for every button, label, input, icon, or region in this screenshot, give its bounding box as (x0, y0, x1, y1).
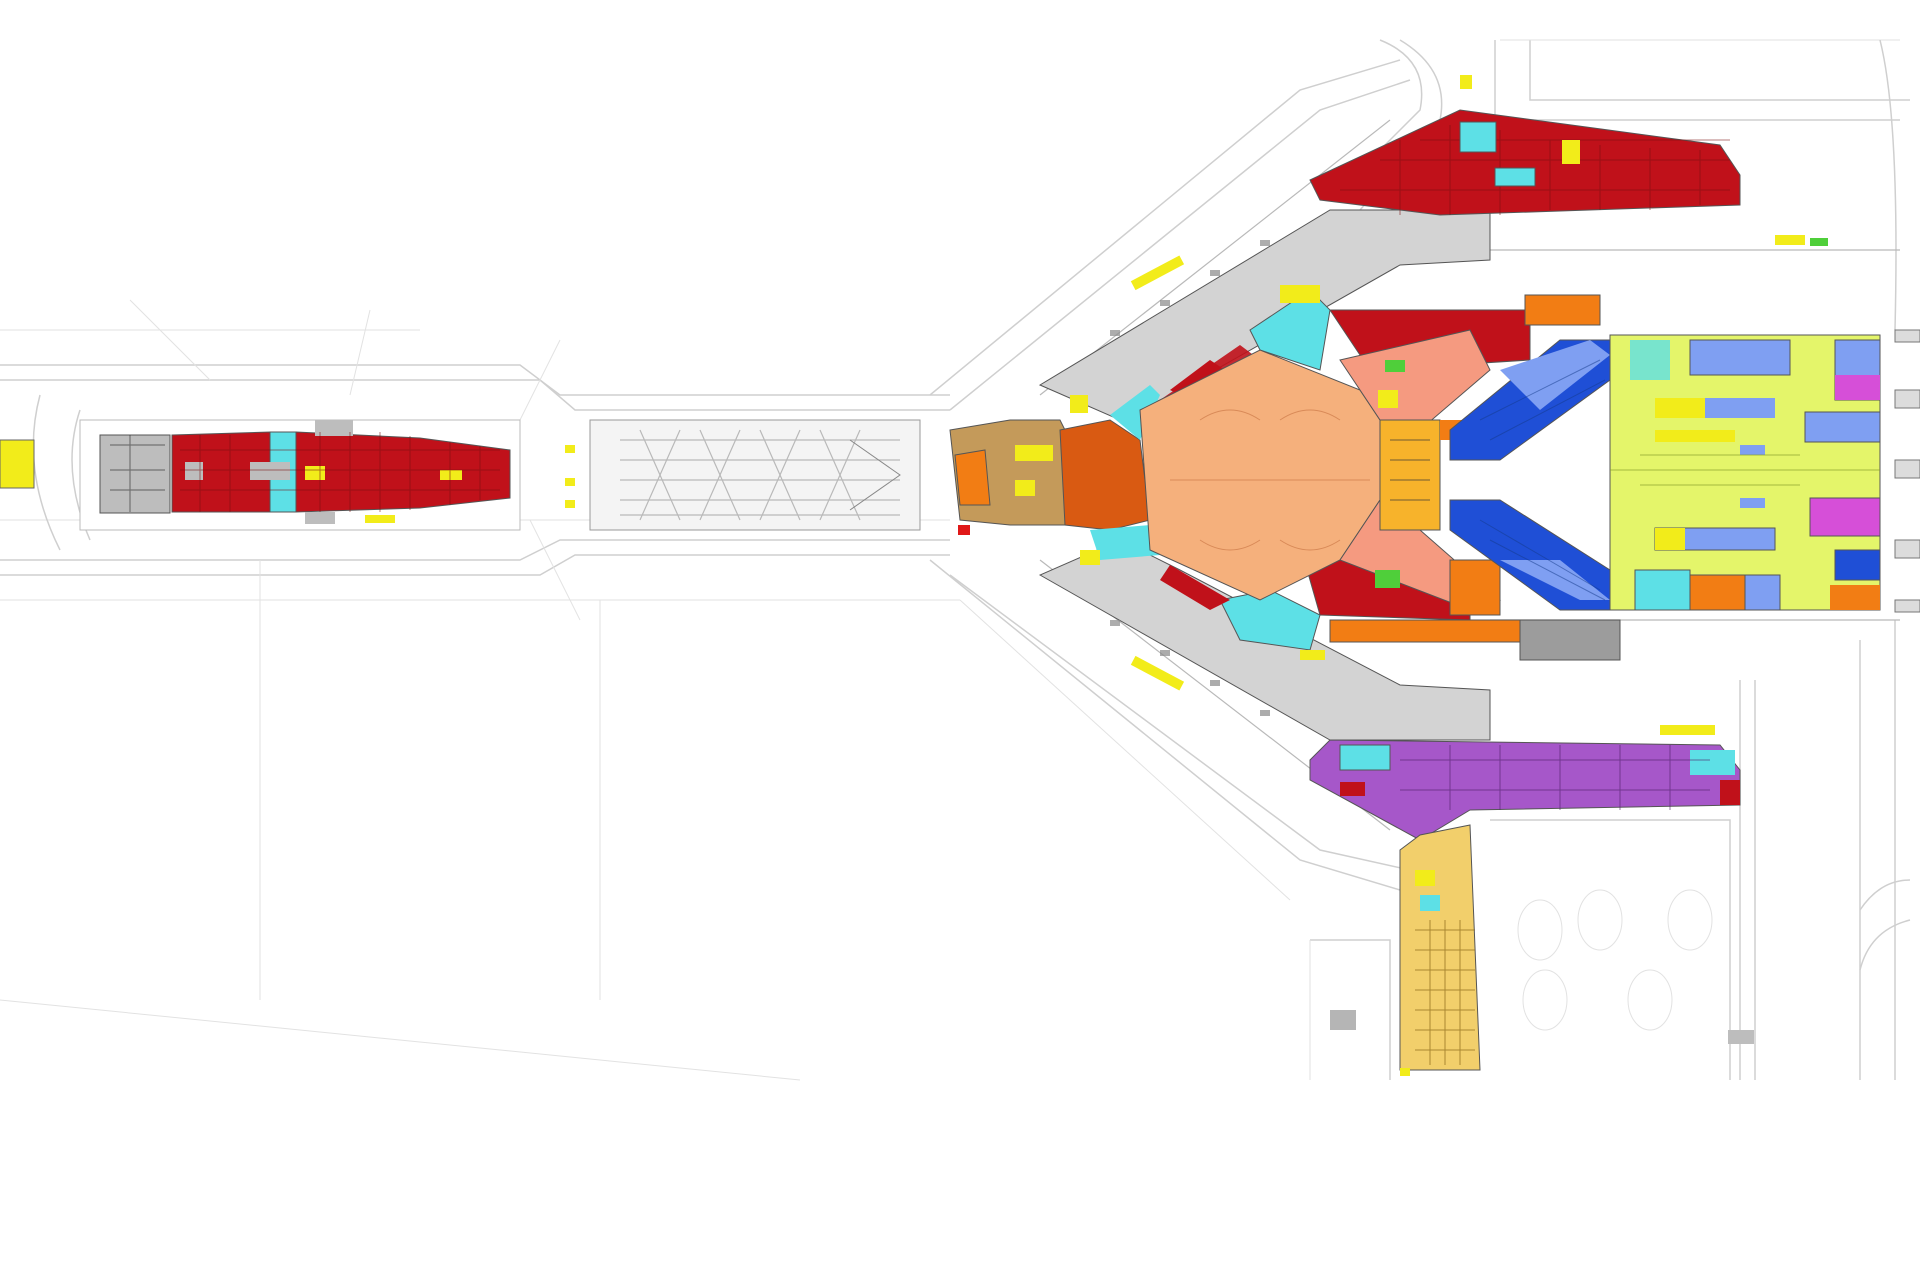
main-terminal (949, 75, 1920, 1076)
connector-apron (589, 419, 921, 531)
satellite-pier (0, 419, 575, 531)
site-linework (0, 39, 1911, 1081)
